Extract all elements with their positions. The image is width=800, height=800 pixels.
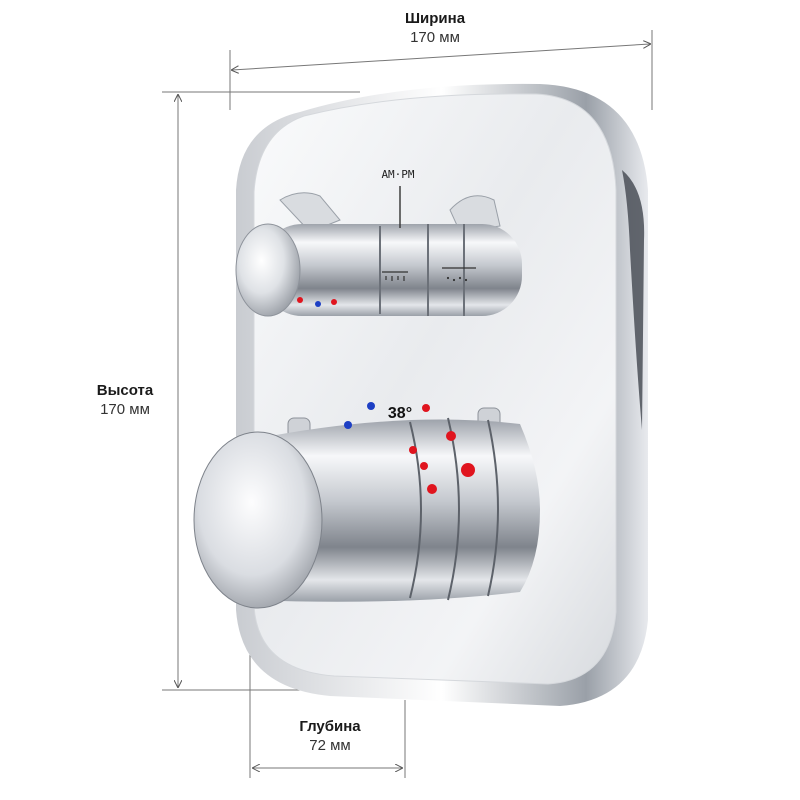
overhead-shower-icon (442, 267, 476, 282)
width-name: Ширина (404, 10, 466, 27)
mounting-plate (236, 83, 648, 706)
brand-marking: AM·PM (381, 168, 414, 181)
temperature-marking: 38° (388, 405, 412, 422)
depth-dimension-label: Глубина 72 мм (255, 718, 405, 756)
thermostat-handle (193, 402, 540, 609)
width-value: 170 мм (410, 28, 460, 46)
height-dimension-label: Высота 170 мм (70, 382, 180, 420)
dimension-guides (162, 30, 653, 778)
height-value: 170 мм (100, 400, 150, 418)
diverter-handle (235, 186, 522, 317)
depth-value: 72 мм (309, 736, 351, 754)
height-name: Высота (96, 382, 154, 399)
hand-shower-icon (382, 271, 408, 281)
depth-name: Глубина (299, 718, 361, 735)
width-dimension-label: Ширина 170 мм (360, 10, 510, 48)
